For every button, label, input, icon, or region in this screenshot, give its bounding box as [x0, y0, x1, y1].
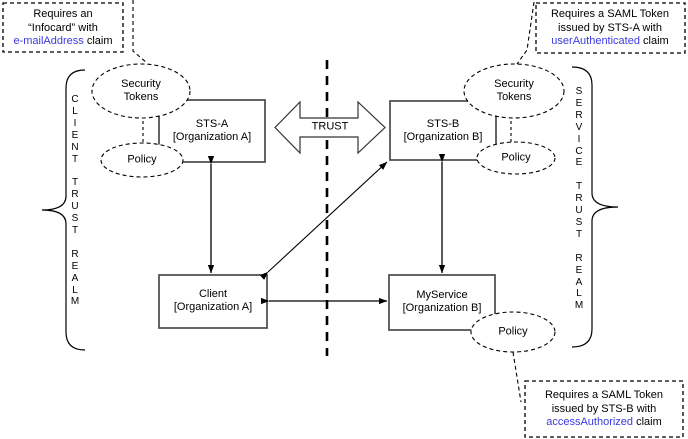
security-tokens-left-line2: Tokens [123, 91, 159, 103]
sts-b-token-callout-leader [512, 351, 522, 403]
trust-label: TRUST [311, 120, 349, 133]
sts-b-callout-line1: Requires a SAML Token [544, 388, 663, 401]
security-tokens-left-label: Security Tokens [121, 78, 161, 104]
client-org: [Organization A] [173, 301, 253, 313]
policy-left-label: Policy [127, 153, 157, 166]
infocard-callout-line1: Requires an [33, 7, 93, 20]
infocard-callout-leader [132, 0, 148, 64]
sts-b-name: STS-B [426, 118, 460, 130]
client-trust-realm-label: C L I E N T T R U S T R E A L M [70, 94, 80, 308]
client-box[interactable] [158, 274, 268, 329]
trust-block-arrow[interactable] [274, 100, 386, 155]
policy-left-ellipse[interactable] [100, 142, 184, 178]
sts-a-token-callout-leader [516, 1, 535, 65]
security-tokens-right-ellipse[interactable] [463, 63, 565, 119]
client-name: Client [198, 288, 228, 300]
sts-a-token-callout-text: Requires a SAML Token issued by STS-A wi… [538, 8, 683, 49]
sts-b-callout-line2: issued by STS-B with [551, 402, 657, 415]
infocard-callout-line2: “Infocard” with [28, 21, 98, 34]
infocard-callout-claim: e-mailAddress [13, 34, 84, 47]
policy-right-ellipse[interactable] [476, 141, 556, 175]
sts-b-callout-line3-tail: claim [633, 415, 662, 428]
security-tokens-left-line1: Security [121, 78, 161, 90]
sts-a-callout-claim: userAuthenticated [551, 34, 640, 47]
sts-b-org: [Organization B] [403, 131, 483, 143]
sts-a-label: STS-A [Organization A] [173, 118, 251, 144]
sts-a-name: STS-A [195, 118, 229, 130]
sts-a-org: [Organization A] [172, 131, 252, 143]
sts-b-token-callout-box[interactable] [524, 380, 684, 438]
sts-a-callout-line1: Requires a SAML Token [550, 7, 669, 20]
security-tokens-right-line1: Security [494, 78, 534, 90]
security-tokens-left-ellipse[interactable] [91, 63, 191, 119]
arrow-client-sts-b [259, 161, 388, 280]
infocard-callout-box[interactable] [2, 2, 124, 53]
sts-b-box[interactable] [389, 100, 497, 161]
sts-a-callout-line2: issued by STS-A with [558, 21, 662, 34]
client-realm-brace [41, 69, 86, 351]
policy-service-label: Policy [498, 325, 528, 338]
sts-b-callout-claim: accessAuthorized [546, 415, 634, 428]
service-realm-brace [571, 66, 619, 348]
security-tokens-right-line2: Tokens [496, 91, 532, 103]
myservice-name: MyService [416, 289, 468, 301]
sts-a-token-callout-box[interactable] [535, 2, 686, 54]
infocard-callout-line3-tail: claim [83, 34, 113, 47]
service-trust-realm-label: S E R V I C E T R U S T R E A L M [574, 86, 584, 312]
sts-b-label: STS-B [Organization B] [404, 118, 483, 144]
infocard-callout-text: Requires an “Infocard” with e-mailAddres… [6, 8, 120, 49]
myservice-label: MyService [Organization B] [403, 289, 482, 315]
sts-b-token-callout-text: Requires a SAML Token issued by STS-B wi… [528, 389, 680, 430]
client-label: Client [Organization A] [174, 288, 252, 314]
myservice-org: [Organization B] [402, 302, 482, 314]
sts-a-callout-line3-tail: claim [639, 34, 669, 47]
security-tokens-right-label: Security Tokens [494, 78, 534, 104]
policy-right-label: Policy [501, 151, 531, 164]
